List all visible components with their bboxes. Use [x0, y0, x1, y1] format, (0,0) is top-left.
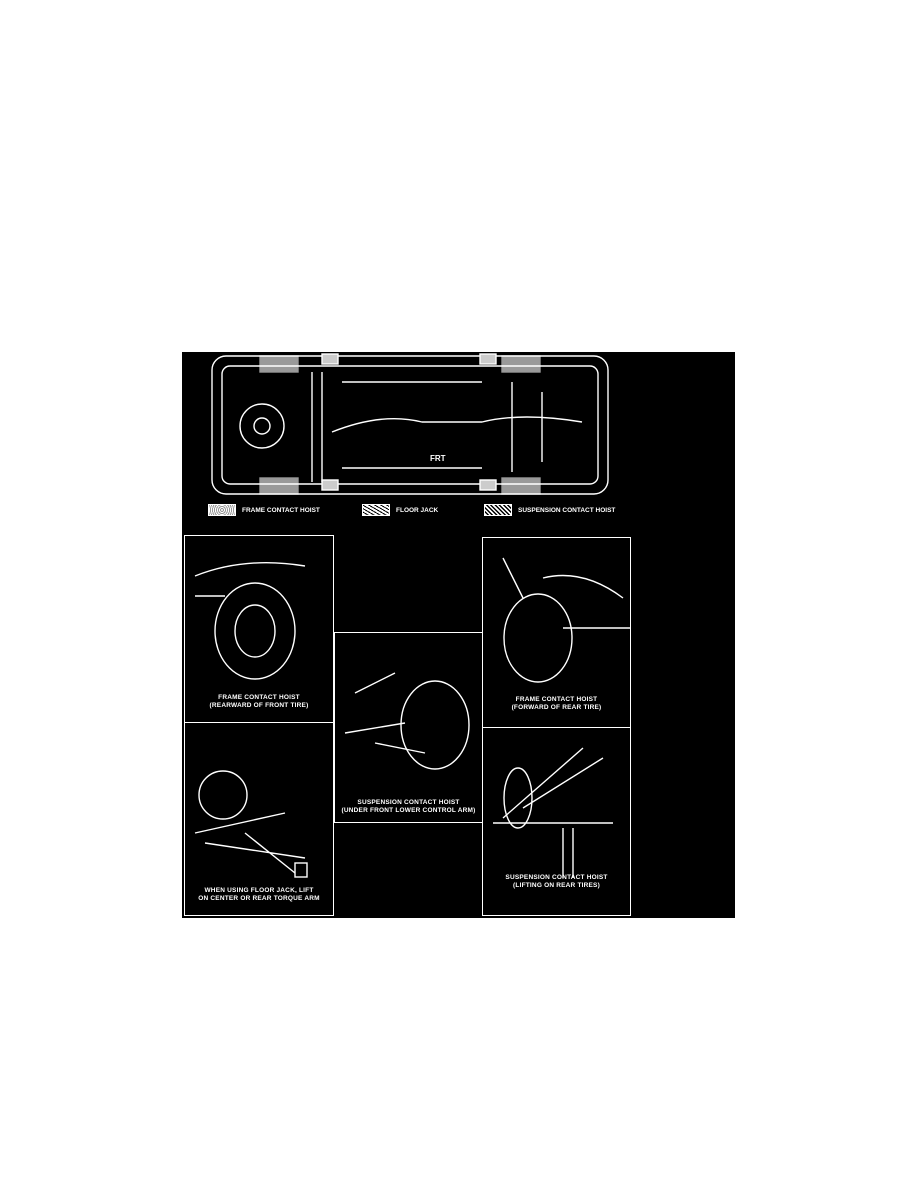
panel-rear-suspension: SUSPENSION CONTACT HOIST(LIFTING ON REAR… — [482, 727, 631, 916]
legend-suspension: SUSPENSION CONTACT HOIST — [484, 504, 615, 516]
legend-frame: FRAME CONTACT HOIST — [208, 504, 320, 516]
panel-front-frame: FRAME CONTACT HOIST(REARWARD OF FRONT TI… — [184, 535, 334, 723]
panel-front-suspension: SUSPENSION CONTACT HOIST(UNDER FRONT LOW… — [334, 632, 483, 823]
suspension-swatch — [484, 504, 512, 516]
frame-swatch — [208, 504, 236, 516]
legend-suspension-label: SUSPENSION CONTACT HOIST — [518, 506, 616, 514]
legend-jack: FLOOR JACK — [362, 504, 438, 516]
legend-jack-label: FLOOR JACK — [396, 506, 439, 514]
jack-swatch — [362, 504, 390, 516]
panel-rear-frame: FRAME CONTACT HOIST(FORWARD OF REAR TIRE… — [482, 537, 631, 728]
lifting-points-figure: FRT FRAME CONTACT HOIST FLOOR JACK SUSPE… — [182, 352, 735, 918]
legend-frame-label: FRAME CONTACT HOIST — [242, 506, 320, 514]
vehicle-underbody-diagram — [211, 353, 609, 495]
front-direction-label: FRT — [430, 454, 446, 463]
